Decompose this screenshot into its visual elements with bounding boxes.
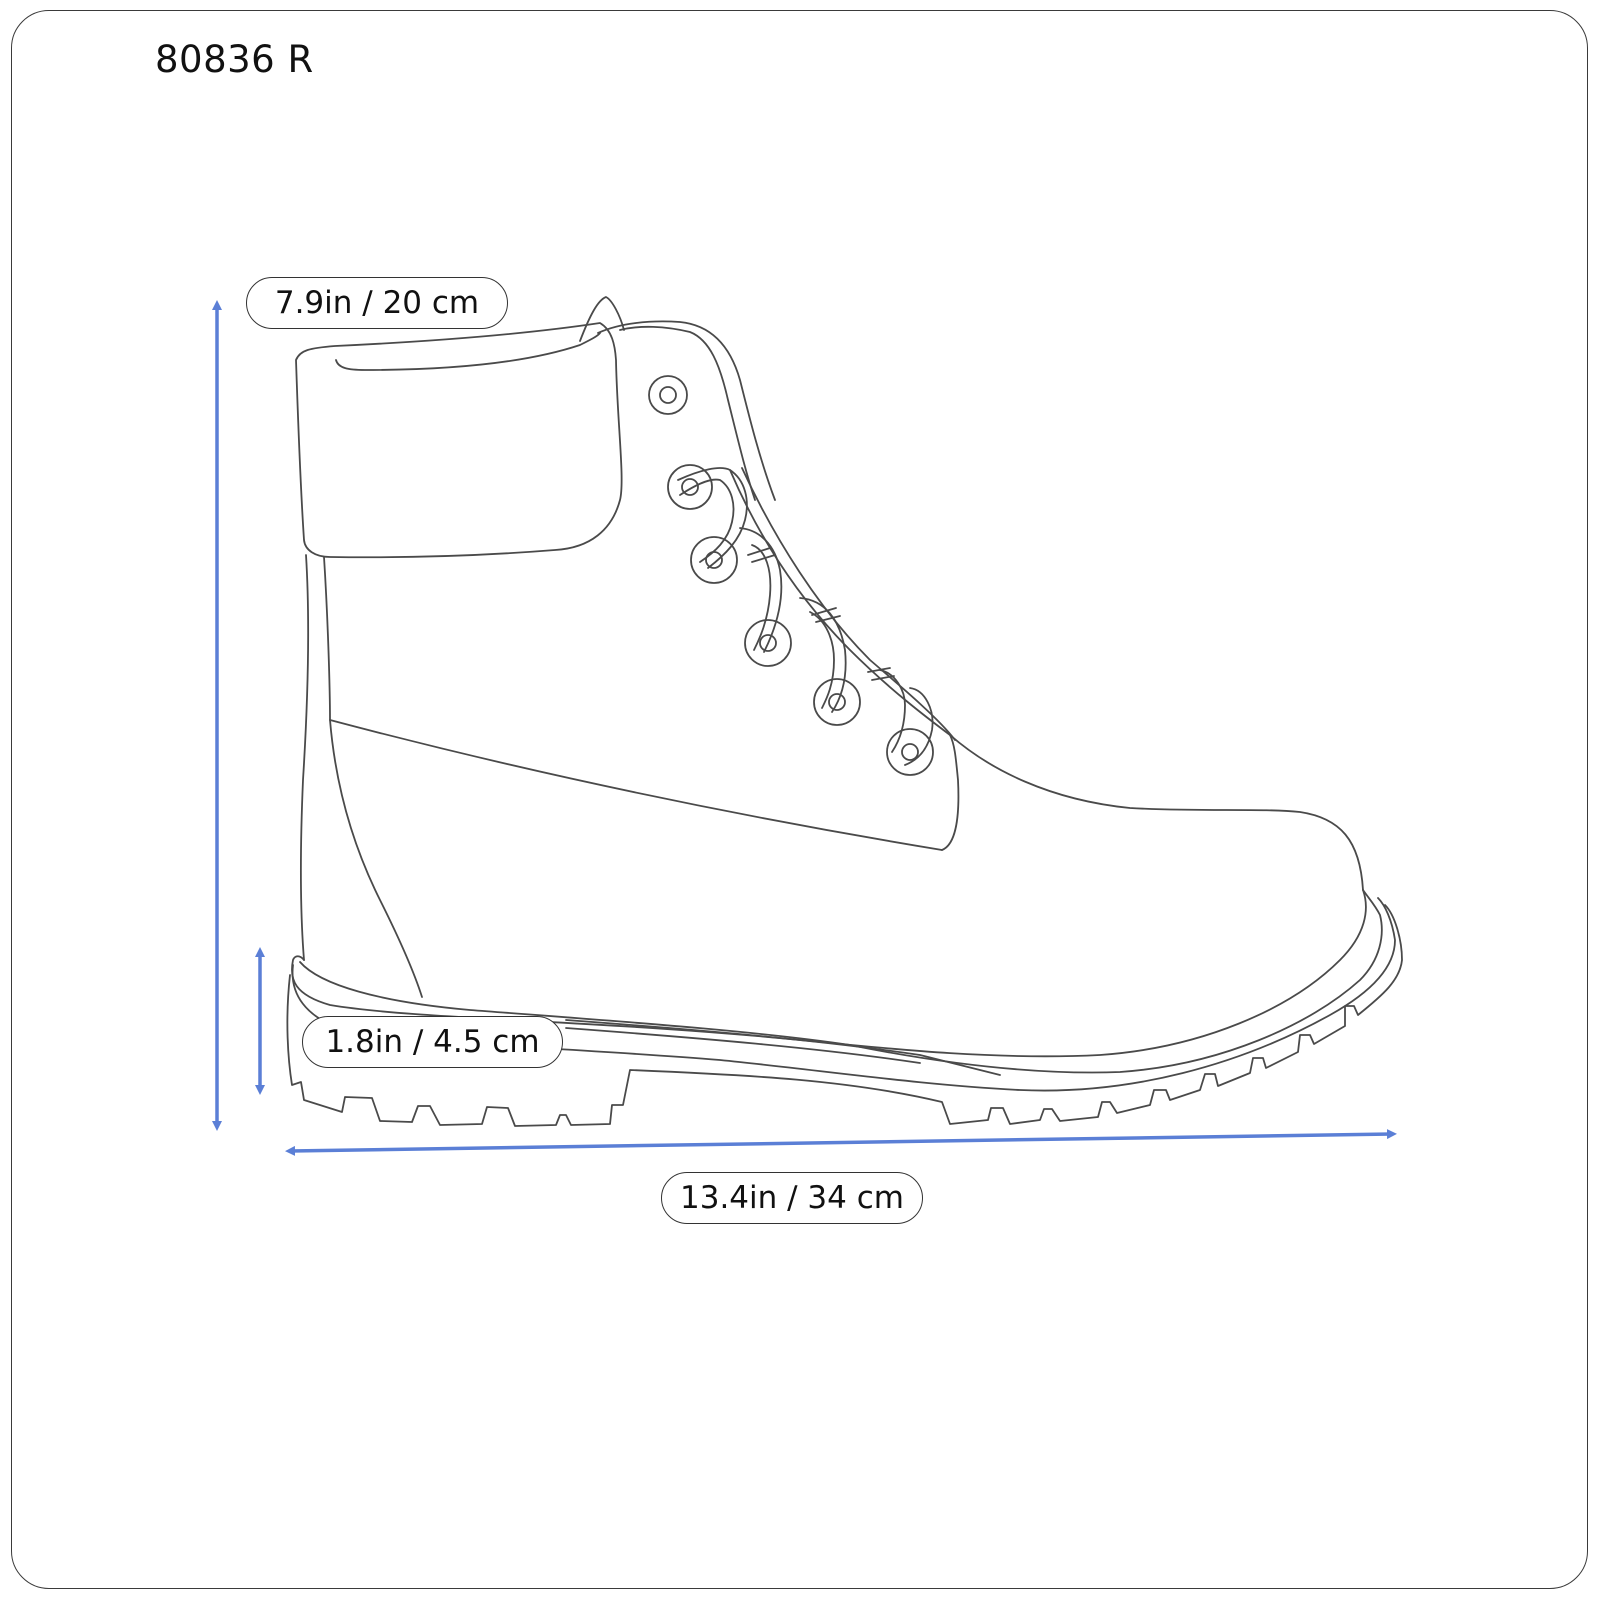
length-arrow	[285, 1129, 1397, 1156]
boot-outsole	[286, 904, 1403, 1127]
diagram-frame	[11, 10, 1588, 1589]
boot-toe	[949, 734, 1364, 891]
boot-throat	[729, 467, 956, 741]
boot-vamp-panel	[329, 719, 960, 851]
boot-laces	[677, 467, 934, 766]
boot-eyelets	[648, 375, 934, 776]
shaft-height-label: 7.9in / 20 cm	[246, 277, 508, 329]
boot-tongue	[579, 296, 776, 501]
boot-shaft-back	[299, 554, 423, 998]
boot-welt	[291, 889, 1396, 1092]
dimension-arrows	[212, 300, 1397, 1156]
product-code: 80836 R	[155, 38, 314, 81]
sole-height-label: 1.8in / 4.5 cm	[302, 1016, 563, 1068]
length-label: 13.4in / 34 cm	[661, 1172, 923, 1224]
boot-collar	[295, 322, 623, 559]
